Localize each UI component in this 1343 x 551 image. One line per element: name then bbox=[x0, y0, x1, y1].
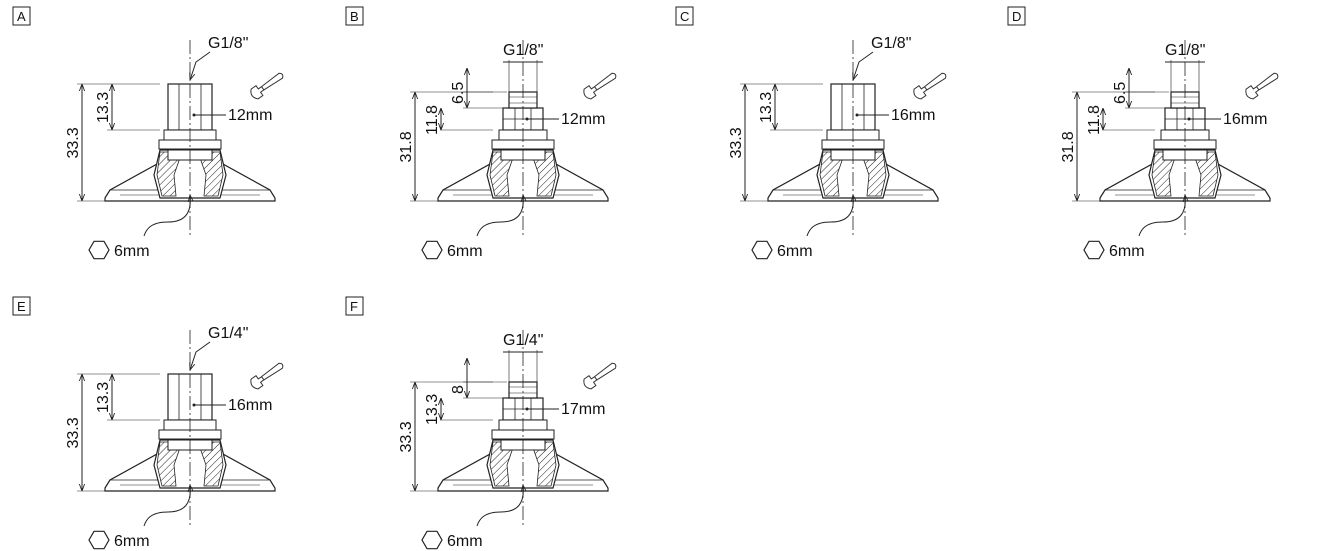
dim-thread-length: 6.5 bbox=[1112, 82, 1129, 104]
dim-body-height: 11.8 bbox=[1086, 105, 1103, 135]
insert-section bbox=[486, 132, 560, 199]
dim-body-height: 13.3 bbox=[95, 382, 112, 413]
panel-label: B bbox=[345, 6, 364, 26]
panel-c: C 33.3 13.3 G1/8" 16mm 6mm bbox=[675, 6, 947, 260]
panel-letter: A bbox=[17, 9, 26, 24]
thread-label: G1/8" bbox=[871, 35, 911, 52]
wrench-size: 12mm bbox=[561, 111, 605, 128]
dim-body-height: 11.8 bbox=[424, 105, 441, 135]
dim-overall-height: 33.3 bbox=[728, 127, 745, 158]
hex-size: 6mm bbox=[447, 243, 483, 260]
hex-size: 6mm bbox=[114, 243, 150, 260]
insert-section bbox=[816, 132, 890, 199]
panel-b: B 31.8 11.8 6.5 G1/8" 12mm 6mm bbox=[345, 6, 617, 260]
panel-label: C bbox=[675, 6, 694, 26]
dim-body-height: 13.3 bbox=[758, 92, 775, 123]
dim-overall-height: 31.8 bbox=[1060, 131, 1077, 162]
wrench-size: 17mm bbox=[561, 401, 605, 418]
wrench-size: 12mm bbox=[228, 107, 272, 124]
panel-label: F bbox=[345, 296, 364, 316]
dim-thread-length: 8 bbox=[450, 385, 467, 394]
dim-overall-height: 33.3 bbox=[65, 127, 82, 158]
hexagon-icon bbox=[751, 240, 773, 260]
wrench-icon bbox=[583, 72, 617, 100]
dim-thread-length: 6.5 bbox=[450, 82, 467, 104]
hex-size: 6mm bbox=[777, 243, 813, 260]
panel-e: E 33.3 13.3 G1/4" 16mm 6mm bbox=[12, 296, 284, 550]
insert-section bbox=[1148, 132, 1222, 199]
hexagon-icon bbox=[88, 530, 110, 550]
dim-body-height: 13.3 bbox=[95, 92, 112, 123]
hex-size: 6mm bbox=[114, 533, 150, 550]
panel-f: F 33.3 13.3 8 G1/4" 17mm 6mm bbox=[345, 296, 617, 550]
panel-letter: D bbox=[1012, 9, 1021, 24]
wrench-icon bbox=[1245, 72, 1279, 100]
panel-letter: F bbox=[350, 299, 358, 314]
wrench-icon bbox=[913, 72, 947, 100]
wrench-size: 16mm bbox=[1223, 111, 1267, 128]
panel-a: A 33.3 13.3 G1/8" 12mm 6mm bbox=[12, 6, 284, 260]
panel-d: D 31.8 11.8 6.5 G1/8" 16mm 6mm bbox=[1007, 6, 1279, 260]
wrench-icon bbox=[250, 72, 284, 100]
wrench-icon bbox=[583, 362, 617, 390]
hexagon-icon bbox=[1083, 240, 1105, 260]
panel-label: A bbox=[12, 6, 31, 26]
hexagon-icon bbox=[421, 530, 443, 550]
thread-label: G1/8" bbox=[1165, 42, 1205, 59]
thread-label: G1/4" bbox=[503, 332, 543, 349]
thread-label: G1/8" bbox=[503, 42, 543, 59]
thread-label: G1/4" bbox=[208, 325, 248, 342]
dim-overall-height: 33.3 bbox=[398, 421, 415, 452]
thread-label: G1/8" bbox=[208, 35, 248, 52]
wrench-icon bbox=[250, 362, 284, 390]
dim-overall-height: 33.3 bbox=[65, 417, 82, 448]
insert-section bbox=[153, 132, 227, 199]
panel-label: D bbox=[1007, 6, 1026, 26]
hex-size: 6mm bbox=[1109, 243, 1145, 260]
insert-section bbox=[486, 422, 560, 489]
panel-label: E bbox=[12, 296, 31, 316]
hexagon-icon bbox=[421, 240, 443, 260]
panel-letter: E bbox=[17, 299, 26, 314]
wrench-size: 16mm bbox=[228, 397, 272, 414]
panel-letter: C bbox=[680, 9, 689, 24]
insert-section bbox=[153, 422, 227, 489]
dim-overall-height: 31.8 bbox=[398, 131, 415, 162]
hexagon-icon bbox=[88, 240, 110, 260]
hex-size: 6mm bbox=[447, 533, 483, 550]
wrench-size: 16mm bbox=[891, 107, 935, 124]
panel-letter: B bbox=[350, 9, 359, 24]
dim-body-height: 13.3 bbox=[424, 394, 441, 425]
